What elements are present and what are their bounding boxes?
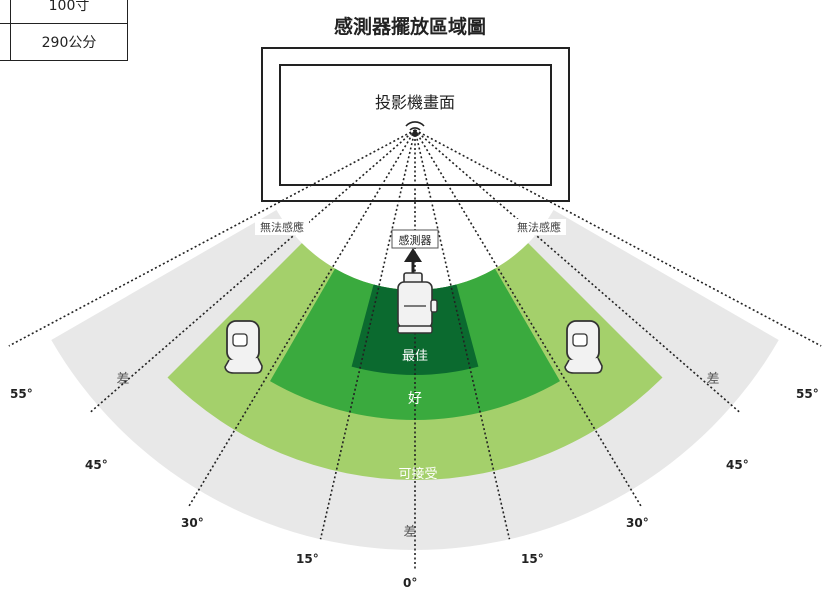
- angle-55-left: 55°: [10, 387, 33, 401]
- angle-30-right: 30°: [626, 516, 649, 530]
- angle-15-left: 15°: [296, 552, 319, 566]
- sensor-label: 感測器: [399, 233, 432, 247]
- sensor-device-left: [224, 320, 263, 374]
- ray-30-left: [187, 129, 416, 508]
- diagram-title: 感測器擺放區域圖: [333, 16, 486, 38]
- sensor-device-right: [564, 320, 603, 374]
- distance-cell: 290公分: [10, 23, 128, 61]
- sensor-device-center: [397, 272, 438, 334]
- zone-good-label: 好: [408, 391, 422, 407]
- signal-icon: [405, 121, 425, 138]
- zone-poor-left-label: 差: [116, 372, 129, 387]
- projector-screen-outer: [261, 47, 570, 202]
- sensor-arrow-head: [404, 248, 422, 262]
- ray-55-left: [8, 129, 416, 347]
- no-sense-right-bg: [512, 219, 566, 235]
- no-sense-left-bg: [255, 219, 309, 235]
- angle-0: 0°: [403, 576, 417, 590]
- zone-poor-right-label: 差: [706, 372, 719, 387]
- no-sense-right-label: 無法感應: [517, 220, 561, 234]
- angle-15-right: 15°: [521, 552, 544, 566]
- angle-30-left: 30°: [181, 516, 204, 530]
- zone-acceptable-label: 可接受: [398, 466, 437, 482]
- ray-55-right: [414, 129, 822, 347]
- zone-best-label: 最佳: [402, 349, 428, 364]
- screen-label: 投影機畫面: [375, 93, 455, 112]
- angle-rays: [8, 129, 822, 570]
- zone-poor-bottom-label: 差: [403, 525, 416, 540]
- angle-45-left: 45°: [85, 458, 108, 472]
- no-sense-left-label: 無法感應: [260, 220, 304, 234]
- size-table: 100寸 290公分: [0, 0, 128, 61]
- screen-size-cell: 100寸: [10, 0, 128, 24]
- ray-30-right: [414, 129, 643, 508]
- angle-55-right: 55°: [796, 387, 819, 401]
- sensor-label-box: [391, 229, 439, 249]
- angle-45-right: 45°: [726, 458, 749, 472]
